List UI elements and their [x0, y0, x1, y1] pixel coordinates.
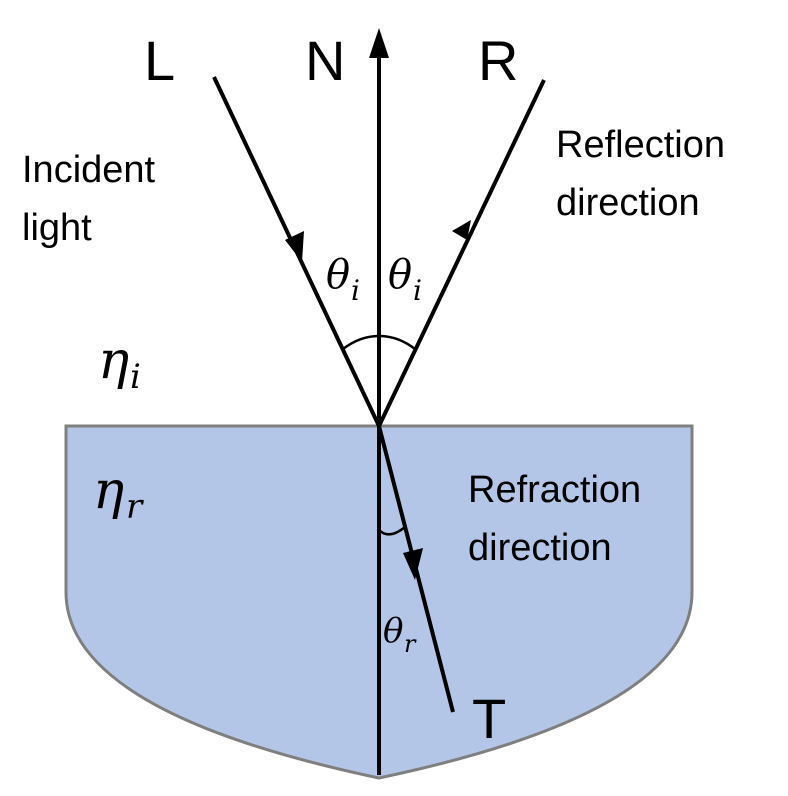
theta-i-reflected-symbol: θ i: [388, 252, 422, 307]
incident-arrowhead: [285, 231, 304, 262]
svg-text:r: r: [126, 487, 144, 527]
svg-text:θ: θ: [388, 252, 412, 298]
label-T: T: [472, 687, 506, 750]
reflected-ray: [377, 79, 546, 427]
eta-r-symbol: η r: [93, 461, 144, 527]
refraction-direction-line1: Refraction: [468, 469, 641, 511]
incident-light-line1: Incident: [22, 149, 156, 191]
refraction-direction-line2: direction: [468, 527, 612, 569]
svg-text:i: i: [351, 274, 360, 307]
label-R: R: [478, 29, 518, 92]
reflected-arrowhead: [452, 220, 471, 240]
refraction-angle-arc: [378, 526, 406, 536]
label-L: L: [144, 29, 175, 92]
refracted-arrowhead: [403, 548, 423, 580]
svg-text:θ: θ: [383, 611, 403, 651]
reflection-direction-line1: Reflection: [556, 124, 725, 166]
label-N: N: [305, 29, 345, 92]
svg-text:i: i: [413, 274, 422, 307]
normal-arrowhead: [369, 28, 389, 58]
svg-text:η: η: [93, 461, 124, 521]
incident-angle-arc: [342, 334, 380, 350]
incident-light-line2: light: [22, 207, 92, 249]
theta-r-symbol: θ r: [383, 611, 417, 658]
svg-text:θ: θ: [326, 252, 350, 298]
theta-i-incident-symbol: θ i: [326, 252, 360, 307]
svg-text:η: η: [98, 331, 129, 391]
eta-i-symbol: η i: [98, 331, 141, 397]
svg-text:r: r: [404, 630, 417, 658]
svg-text:i: i: [130, 357, 141, 397]
reflection-angle-arc: [378, 334, 416, 350]
reflection-direction-line2: direction: [556, 182, 700, 224]
